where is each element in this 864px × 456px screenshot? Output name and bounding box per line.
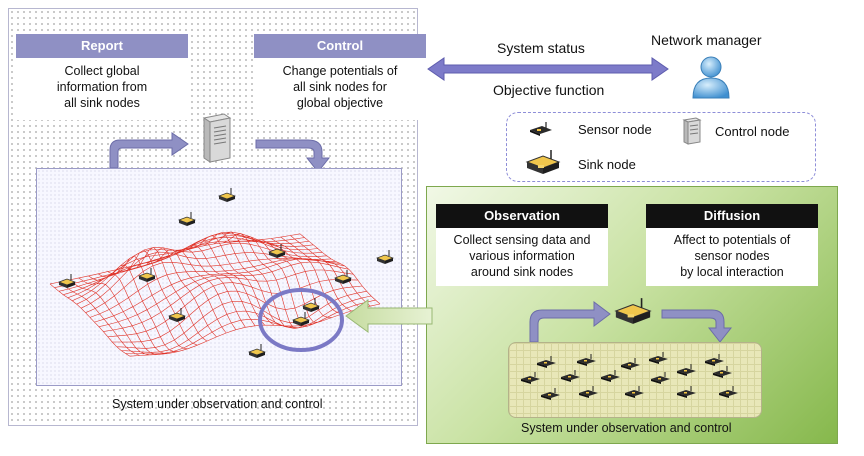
- sensor-node-icon: [530, 122, 552, 136]
- diffusion-box: Diffusion Affect to potentials of sensor…: [646, 204, 818, 286]
- sink-node-icon: [302, 298, 320, 312]
- sensor-node-icon: [537, 356, 556, 368]
- legend-control-label: Control node: [715, 124, 790, 139]
- sink-node-icon: [525, 150, 561, 174]
- bidirectional-arrow: [427, 57, 669, 81]
- highlight-circle: [258, 288, 344, 352]
- report-control-flow-arrows: [109, 132, 331, 173]
- sink-node-icon: [248, 344, 266, 358]
- control-description: Change potentials of all sink nodes for …: [254, 58, 426, 120]
- observation-description: Collect sensing data and various informa…: [436, 228, 608, 286]
- observation-line: around sink nodes: [470, 265, 574, 279]
- legend-sensor-label: Sensor node: [578, 122, 652, 137]
- left-system-caption: System under observation and control: [112, 397, 323, 411]
- sensor-node-icon: [713, 366, 732, 378]
- sink-node-icon: [218, 188, 236, 202]
- sensor-node-icon: [649, 352, 668, 364]
- sensor-node-icon: [577, 354, 596, 366]
- legend-box: [506, 112, 816, 182]
- sink-node-icon: [268, 244, 286, 258]
- control-title: Control: [254, 34, 426, 58]
- sensor-node-icon: [621, 358, 640, 370]
- control-box: Control Change potentials of all sink no…: [254, 34, 426, 120]
- report-line: Collect global: [64, 64, 140, 78]
- sink-node-icon: [138, 268, 156, 282]
- report-line: information from: [56, 80, 148, 94]
- control-line: all sink nodes for: [293, 80, 387, 94]
- diffusion-flow-arrows: [529, 301, 733, 343]
- diffusion-line: by local interaction: [680, 265, 784, 279]
- network-manager-person-icon: [692, 56, 730, 99]
- sensor-nodes-layer: [521, 352, 738, 400]
- legend-sink-label: Sink node: [578, 157, 636, 172]
- sensor-node-icon: [541, 388, 560, 400]
- diffusion-line: Affect to potentials of: [673, 233, 791, 247]
- control-line: global objective: [296, 96, 384, 110]
- sensor-node-icon: [651, 372, 670, 384]
- diffusion-description: Affect to potentials of sensor nodes by …: [646, 228, 818, 286]
- mesh-grid-lines: [49, 231, 381, 357]
- sink-node-icon: [178, 212, 196, 226]
- sensor-node-icon: [719, 386, 738, 398]
- control-line: Change potentials of: [282, 64, 398, 78]
- potential-field-panel: [36, 168, 402, 386]
- zoom-arrow: [345, 299, 433, 333]
- report-line: all sink nodes: [64, 96, 140, 110]
- sink-node-icon: [334, 270, 352, 284]
- sensor-node-icon: [705, 354, 724, 366]
- sensor-node-icon: [625, 386, 644, 398]
- report-title: Report: [16, 34, 188, 58]
- system-status-label: System status: [497, 40, 585, 56]
- observation-line: various information: [469, 249, 575, 263]
- control-node-icon: [682, 117, 702, 145]
- observation-box: Observation Collect sensing data and var…: [436, 204, 608, 286]
- sink-node-icon: [58, 274, 76, 288]
- report-box: Report Collect global information from a…: [16, 34, 188, 120]
- objective-function-label: Objective function: [493, 82, 605, 98]
- right-system-caption: System under observation and control: [521, 421, 732, 435]
- sensor-node-icon: [601, 370, 620, 382]
- sink-node-icon: [168, 308, 186, 322]
- sink-node-center-icon: [614, 298, 652, 324]
- diffusion-title: Diffusion: [646, 204, 818, 228]
- sensor-node-icon: [521, 372, 540, 384]
- observation-line: Collect sensing data and: [453, 233, 591, 247]
- control-node-server-icon: [202, 113, 232, 163]
- observation-title: Observation: [436, 204, 608, 228]
- sensor-node-icon: [677, 364, 696, 376]
- sink-node-icon: [292, 312, 310, 326]
- sensor-node-icon: [677, 386, 696, 398]
- sensor-node-icon: [579, 386, 598, 398]
- diffusion-line: sensor nodes: [694, 249, 770, 263]
- potential-mesh-surface: [49, 188, 394, 358]
- network-manager-label: Network manager: [651, 32, 762, 48]
- sink-node-icon: [376, 250, 394, 264]
- sensor-node-icon: [561, 370, 580, 382]
- report-description: Collect global information from all sink…: [16, 58, 188, 120]
